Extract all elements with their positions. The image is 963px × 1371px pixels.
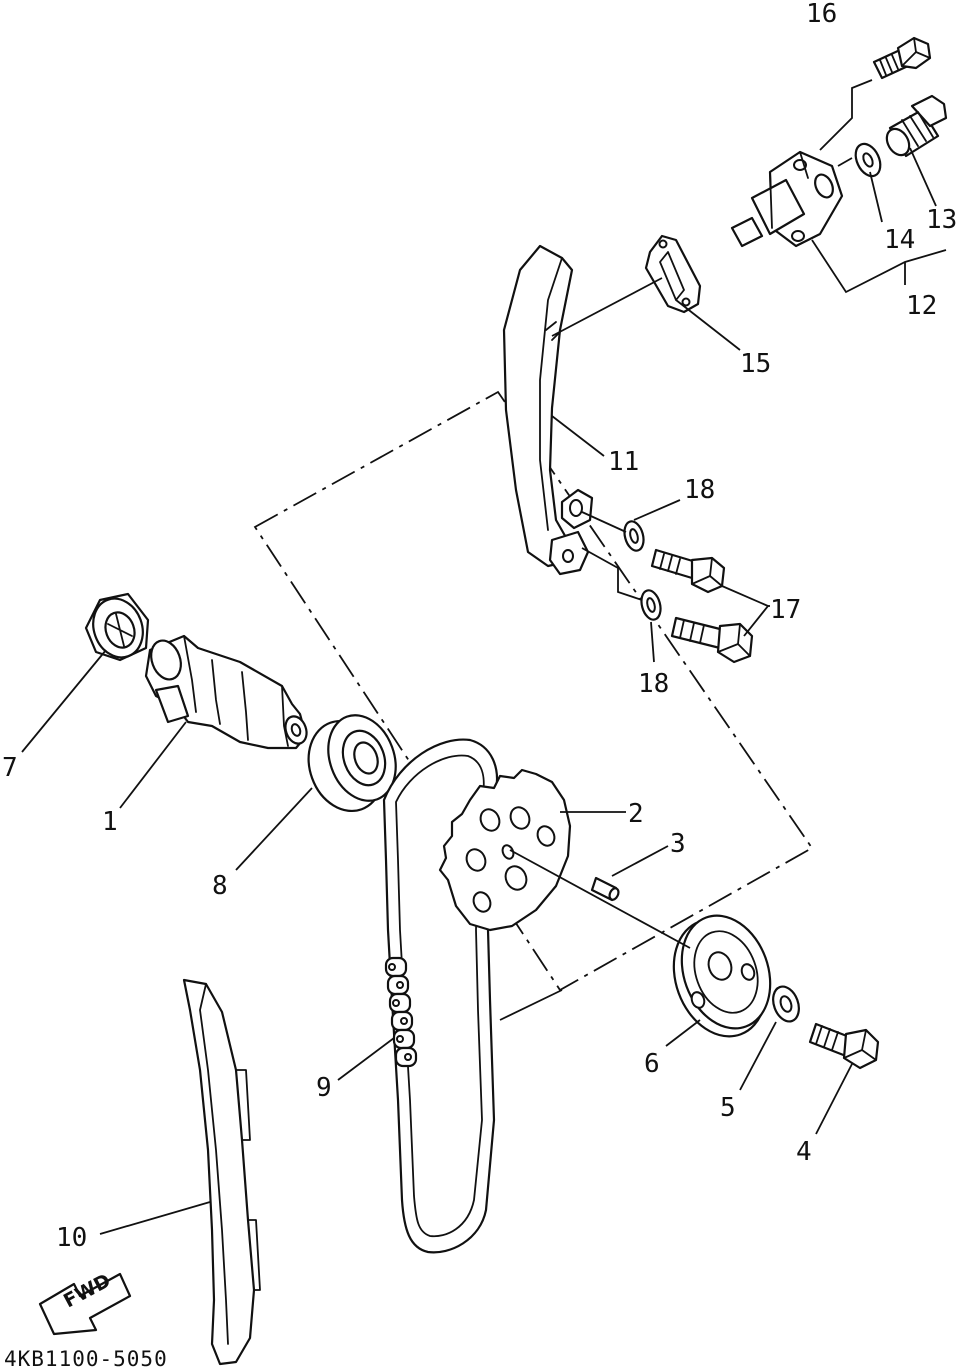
part-16-bolt xyxy=(872,36,932,80)
callout-15: 15 xyxy=(740,349,771,379)
part-5-washer xyxy=(772,985,800,1023)
part-18-washer-lower xyxy=(640,589,662,621)
callout-3: 3 xyxy=(670,829,686,859)
callout-1: 1 xyxy=(102,807,118,837)
chain-links-detail xyxy=(384,956,418,1068)
part-17-bolt-upper xyxy=(650,548,726,594)
part-8-bearing xyxy=(307,714,397,813)
part-12-tensioner-assembly xyxy=(730,150,844,248)
callout-13: 13 xyxy=(926,205,957,235)
callout-labels: 16 13 14 12 15 11 18 17 18 7 1 2 3 8 6 9… xyxy=(2,0,957,1253)
callout-4: 4 xyxy=(796,1137,812,1167)
callout-5: 5 xyxy=(720,1093,736,1123)
callout-6: 6 xyxy=(644,1049,660,1079)
callout-9: 9 xyxy=(316,1073,332,1103)
drawing-code: 4KB1100-5050 xyxy=(4,1347,168,1371)
part-6-timing-plate xyxy=(672,914,772,1038)
part-3-pin xyxy=(590,876,620,902)
callout-7: 7 xyxy=(2,753,18,783)
part-15-gasket xyxy=(644,234,702,314)
part-10-chain-guide xyxy=(182,978,261,1366)
part-17-bolt-lower xyxy=(670,616,754,664)
part-11-tensioner-guide xyxy=(502,244,594,576)
part-13-cap-bolt xyxy=(885,94,948,158)
callout-17: 17 xyxy=(770,595,801,625)
part-18-washer-upper xyxy=(623,520,645,552)
callout-2: 2 xyxy=(628,799,644,829)
part-14-washer xyxy=(854,142,882,178)
part-7-bearing xyxy=(84,592,150,662)
callout-18-upper: 18 xyxy=(684,475,715,505)
part-2-cam-sprocket xyxy=(438,768,572,932)
fwd-direction-arrow: FWD xyxy=(38,1270,132,1336)
callout-16: 16 xyxy=(806,0,837,29)
callout-14: 14 xyxy=(884,225,915,255)
callout-18-lower: 18 xyxy=(638,669,669,699)
leader-lines xyxy=(21,79,947,1235)
callout-11: 11 xyxy=(608,447,639,477)
callout-12: 12 xyxy=(906,291,937,321)
callout-8: 8 xyxy=(212,871,228,901)
reference-plane-outline xyxy=(253,390,814,992)
part-1-camshaft xyxy=(144,634,308,750)
part-4-bolt xyxy=(808,1022,880,1070)
callout-10: 10 xyxy=(56,1223,87,1253)
